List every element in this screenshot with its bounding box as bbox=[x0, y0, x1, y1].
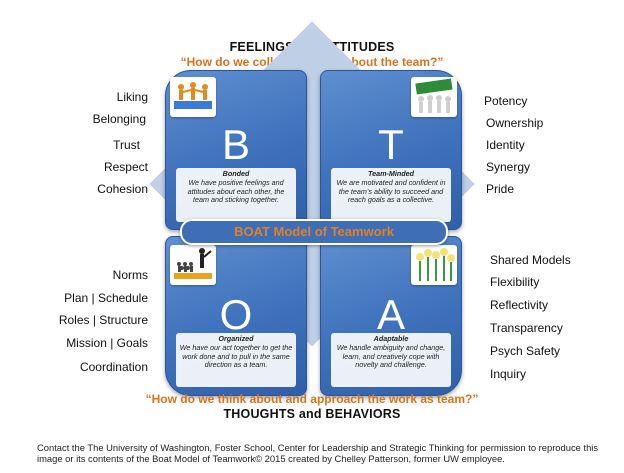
term-flexibility: Flexibility bbox=[490, 275, 540, 289]
term-belonging: Belonging bbox=[92, 112, 146, 126]
letter-t: T bbox=[378, 121, 404, 168]
term-mission-goals: Mission | Goals bbox=[66, 336, 148, 350]
term-respect: Respect bbox=[103, 160, 148, 174]
term-norms: Norms bbox=[112, 268, 148, 282]
bonded-text: We have positive feelings and attitudes … bbox=[187, 177, 285, 205]
term-shared-models: Shared Models bbox=[490, 253, 571, 267]
lightbulb-plants-icon bbox=[411, 245, 457, 285]
adaptable-text: We handle ambiguity and change, learn, a… bbox=[336, 342, 446, 370]
quadrant-bonded: B Bonded We have positive feelings and a… bbox=[165, 70, 307, 230]
term-psych-safety: Psych Safety bbox=[490, 344, 561, 358]
letter-a: A bbox=[376, 291, 405, 338]
bonded-description: Bonded We have positive feelings and att… bbox=[176, 168, 296, 222]
term-cohesion: Cohesion bbox=[97, 182, 148, 196]
letter-b: B bbox=[221, 121, 250, 168]
model-banner: BOAT Model of Teamwork bbox=[180, 219, 448, 245]
term-coordination: Coordination bbox=[79, 360, 148, 374]
term-synergy: Synergy bbox=[486, 160, 531, 174]
term-inquiry: Inquiry bbox=[490, 367, 527, 381]
term-ownership: Ownership bbox=[486, 116, 544, 130]
leader-followers-icon bbox=[170, 245, 216, 285]
puzzle-people-icon bbox=[170, 77, 216, 117]
copyright-footer: Contact the The University of Washington… bbox=[37, 442, 599, 464]
term-plan-schedule: Plan | Schedule bbox=[64, 291, 148, 305]
team-minded-text: We are motivated and confident in the te… bbox=[336, 177, 446, 205]
adaptable-title: Adaptable bbox=[373, 334, 409, 343]
quadrant-organized: O Organized We have our act together to … bbox=[165, 236, 307, 396]
term-identity: Identity bbox=[486, 138, 525, 152]
organized-description: Organized We have our act together to ge… bbox=[176, 333, 296, 387]
term-pride: Pride bbox=[486, 182, 515, 196]
adaptable-description: Adaptable We handle ambiguity and change… bbox=[331, 333, 451, 387]
team-minded-description: Team-Minded We are motivated and confide… bbox=[331, 168, 451, 222]
term-liking: Liking bbox=[116, 90, 148, 104]
organized-title: Organized bbox=[218, 334, 254, 343]
quadrant-team-minded: T Team-Minded We are motivated and confi… bbox=[320, 70, 462, 230]
term-roles-structure: Roles | Structure bbox=[58, 313, 148, 327]
term-reflectivity: Reflectivity bbox=[490, 298, 549, 312]
organized-text: We have our act together to get the work… bbox=[179, 342, 293, 370]
bottom-heading: THOUGHTS and BEHAVIORS bbox=[223, 407, 401, 421]
team-minded-title: Team-Minded bbox=[367, 169, 415, 178]
letter-o: O bbox=[219, 291, 253, 338]
team-lifting-icon bbox=[411, 77, 457, 117]
term-trust: Trust bbox=[113, 138, 140, 152]
bottom-question: “How do we think about and approach the … bbox=[145, 392, 479, 406]
term-transparency: Transparency bbox=[490, 321, 563, 335]
term-potency: Potency bbox=[484, 94, 528, 108]
quadrant-adaptable: A Adaptable We handle ambiguity and chan… bbox=[320, 236, 462, 396]
bonded-title: Bonded bbox=[222, 169, 250, 178]
